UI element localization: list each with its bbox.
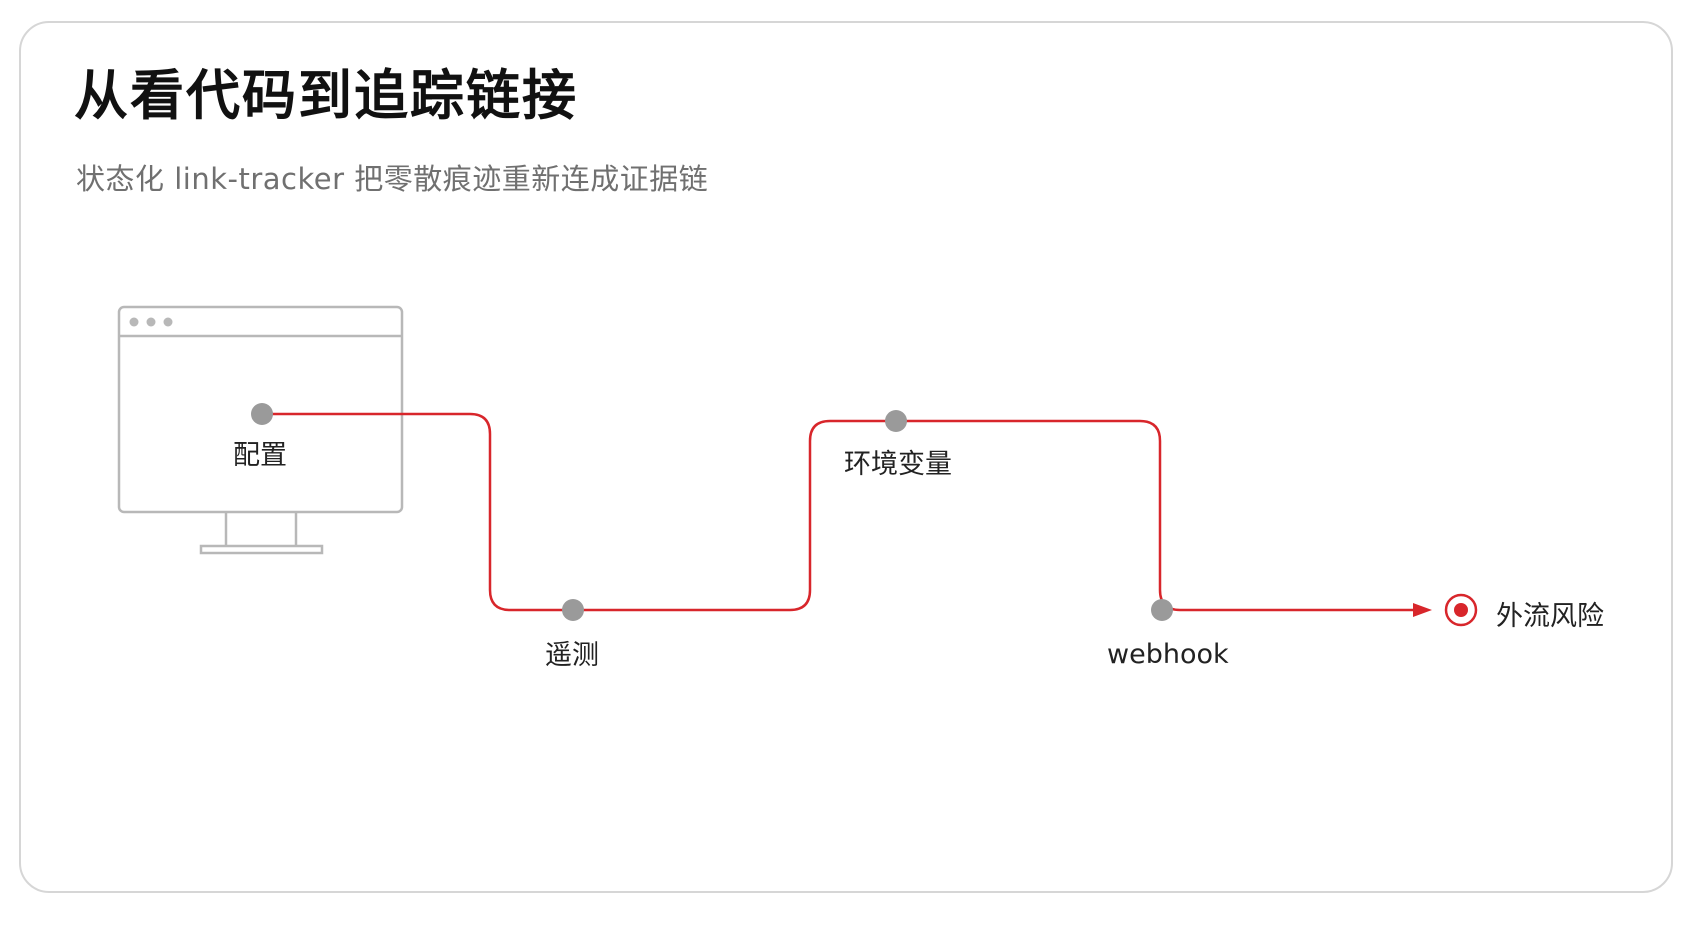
label-webhook: webhook <box>1107 639 1229 670</box>
page-title: 从看代码到追踪链接 <box>74 64 578 127</box>
node-webhook <box>1151 599 1173 621</box>
node-config <box>251 403 273 425</box>
node-telemetry <box>562 599 584 621</box>
connector-path <box>262 412 1415 612</box>
node-env-vars <box>885 410 907 432</box>
page-subtitle: 状态化 link-tracker 把零散痕迹重新连成证据链 <box>76 162 709 196</box>
arrow-head-icon <box>1413 603 1432 617</box>
label-env-vars: 环境变量 <box>844 449 952 480</box>
target-icon <box>1444 593 1478 627</box>
label-config: 配置 <box>233 440 287 471</box>
label-exfil-risk: 外流风险 <box>1496 601 1604 632</box>
monitor-icon <box>117 305 404 555</box>
label-telemetry: 遥测 <box>545 640 599 671</box>
window-dots <box>129 317 173 327</box>
